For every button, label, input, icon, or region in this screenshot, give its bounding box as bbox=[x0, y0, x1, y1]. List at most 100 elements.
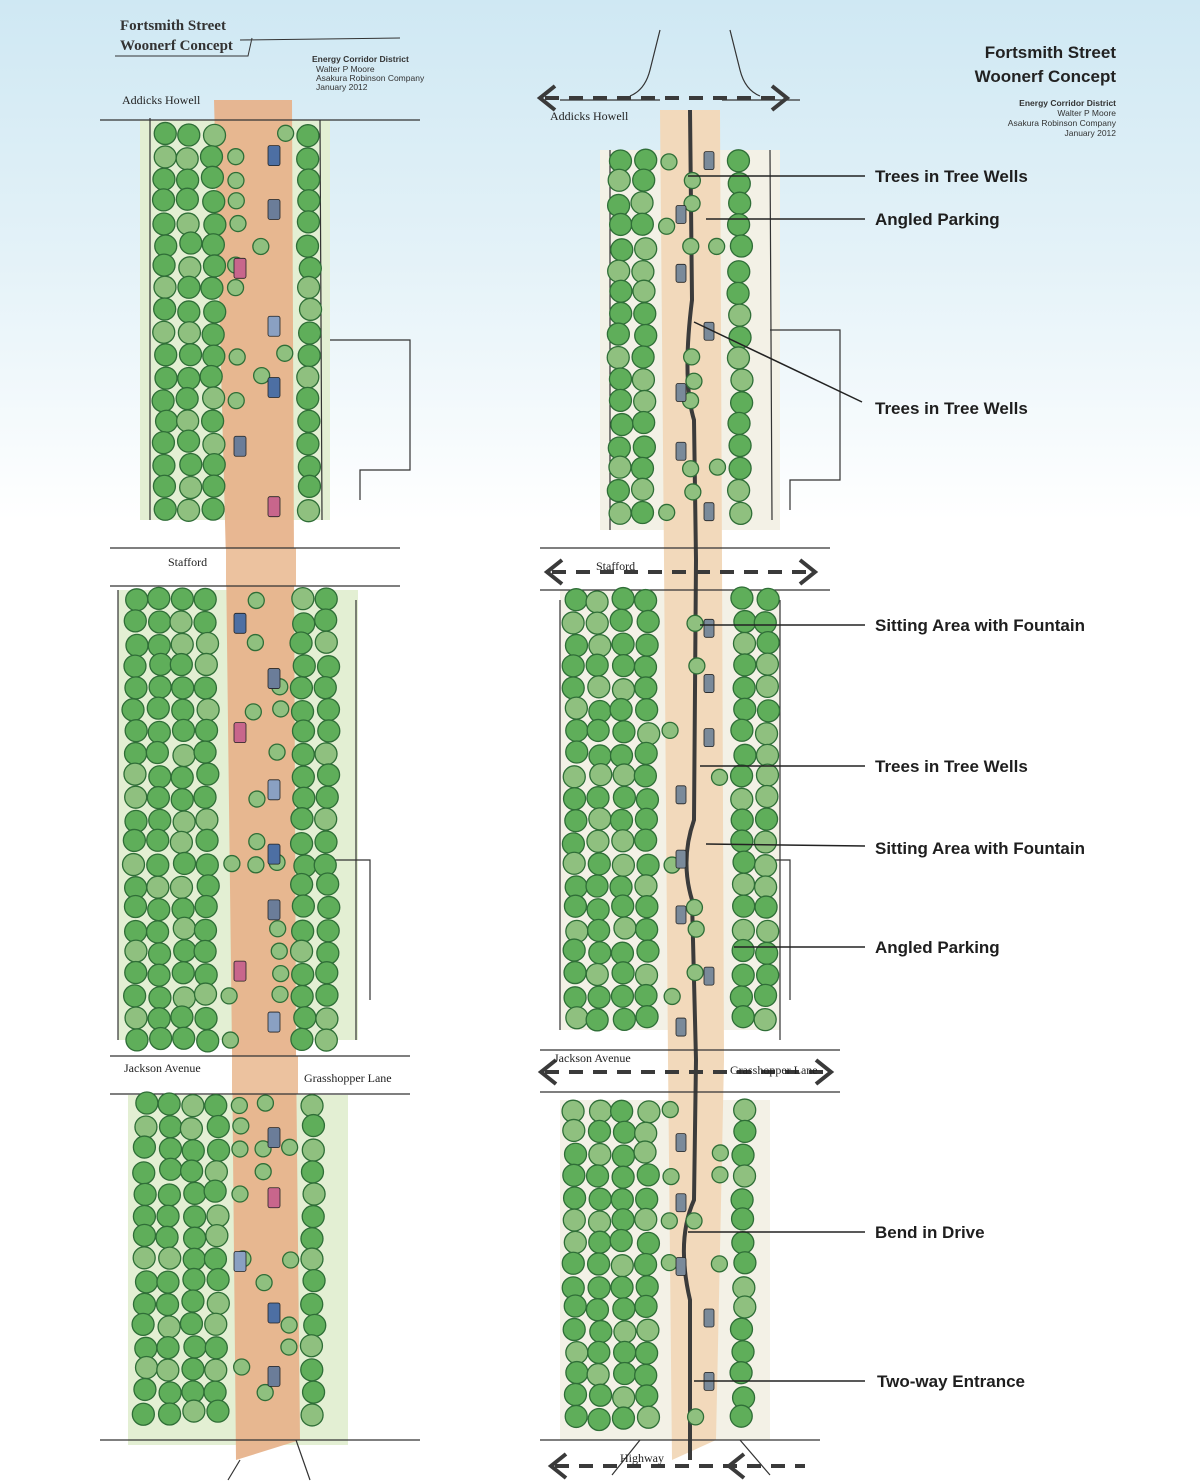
tree-icon bbox=[610, 1188, 634, 1212]
tree-icon bbox=[276, 124, 295, 142]
tree-icon bbox=[123, 919, 148, 944]
tree-icon bbox=[177, 300, 201, 324]
tree-icon bbox=[731, 963, 755, 987]
tree-icon bbox=[633, 828, 658, 852]
tree-icon bbox=[564, 588, 588, 612]
tree-icon bbox=[587, 1407, 611, 1432]
tree-icon bbox=[635, 788, 660, 812]
right-street-grasshopper-lane: Grasshopper Lane bbox=[730, 1063, 818, 1077]
tree-icon bbox=[754, 807, 779, 831]
tree-icon bbox=[612, 1297, 636, 1321]
tree-icon bbox=[731, 1340, 755, 1364]
tree-icon bbox=[683, 171, 702, 190]
tree-icon bbox=[630, 212, 654, 236]
tree-icon bbox=[634, 323, 658, 348]
tree-icon bbox=[202, 432, 226, 457]
tree-icon bbox=[630, 500, 655, 525]
tree-icon bbox=[634, 1294, 658, 1318]
tree-icon bbox=[658, 503, 676, 522]
tree-icon bbox=[256, 1383, 274, 1402]
tree-icon bbox=[201, 497, 225, 521]
tree-icon bbox=[316, 655, 341, 679]
tree-icon bbox=[756, 699, 781, 723]
tree-icon bbox=[611, 1144, 636, 1168]
tree-icon bbox=[297, 474, 322, 498]
left-title-underline bbox=[115, 37, 401, 57]
tree-icon bbox=[609, 744, 634, 768]
tree-icon bbox=[202, 254, 227, 278]
tree-icon bbox=[196, 698, 220, 722]
tree-icon bbox=[585, 1008, 609, 1032]
tree-icon bbox=[756, 919, 780, 943]
tree-icon bbox=[636, 939, 660, 963]
tree-icon bbox=[634, 1363, 658, 1388]
tree-icon bbox=[153, 297, 177, 321]
tree-icon bbox=[255, 1273, 273, 1292]
tree-icon bbox=[145, 920, 170, 944]
tree-icon bbox=[635, 1187, 659, 1211]
tree-icon bbox=[313, 675, 337, 700]
tree-icon bbox=[565, 740, 589, 764]
tree-icon bbox=[194, 1006, 218, 1031]
tree-icon bbox=[730, 718, 754, 742]
tree-icon bbox=[585, 874, 609, 898]
tree-icon bbox=[154, 409, 179, 433]
tree-icon bbox=[733, 1295, 757, 1319]
tree-icon bbox=[196, 1029, 220, 1053]
tree-icon bbox=[296, 210, 321, 234]
tree-icon bbox=[157, 1402, 182, 1426]
tree-icon bbox=[753, 875, 778, 899]
tree-icon bbox=[146, 828, 170, 852]
tree-icon bbox=[729, 501, 753, 526]
tree-icon bbox=[220, 987, 238, 1005]
left-linework bbox=[100, 118, 420, 1481]
tree-icon bbox=[202, 452, 226, 477]
tree-icon bbox=[754, 722, 779, 746]
tree-icon bbox=[252, 366, 271, 385]
tree-icon bbox=[146, 696, 170, 720]
parked-car-icon bbox=[675, 383, 687, 402]
tree-icon bbox=[204, 1336, 228, 1360]
tree-icon bbox=[753, 854, 778, 878]
tree-icon bbox=[147, 942, 172, 966]
tree-icon bbox=[562, 787, 587, 811]
right-credit-line2: Walter P Moore bbox=[1057, 108, 1116, 118]
tree-icon bbox=[171, 961, 195, 985]
tree-icon bbox=[291, 719, 316, 743]
tree-icon bbox=[609, 279, 633, 303]
tree-icon bbox=[303, 1313, 327, 1338]
parked-car-icon bbox=[675, 1193, 687, 1213]
tree-icon bbox=[726, 149, 751, 173]
tree-icon bbox=[169, 830, 194, 855]
right-parked-cars bbox=[675, 151, 715, 1391]
tree-icon bbox=[728, 456, 752, 481]
tree-icon bbox=[561, 676, 585, 700]
tree-icon bbox=[177, 321, 202, 345]
tree-icon bbox=[146, 875, 170, 899]
tree-icon bbox=[609, 697, 633, 722]
right-direction-arrows bbox=[545, 96, 828, 1468]
tree-icon bbox=[588, 1142, 612, 1167]
left-credit-line1: Energy Corridor District bbox=[312, 54, 409, 64]
tree-icon bbox=[315, 1007, 339, 1031]
right-credit-line1: Energy Corridor District bbox=[1019, 98, 1116, 108]
tree-icon bbox=[612, 1386, 636, 1410]
tree-icon bbox=[179, 1159, 204, 1183]
tree-icon bbox=[314, 830, 338, 854]
tree-icon bbox=[729, 1317, 754, 1341]
tree-icon bbox=[175, 386, 199, 411]
left-credit-line3: Asakura Robinson Company bbox=[316, 73, 425, 83]
tree-icon bbox=[152, 212, 176, 236]
tree-icon bbox=[179, 475, 203, 500]
tree-icon bbox=[152, 167, 176, 191]
tree-icon bbox=[179, 1117, 204, 1141]
tree-icon bbox=[145, 740, 170, 765]
tree-icon bbox=[201, 233, 225, 257]
right-credit-line3: Asakura Robinson Company bbox=[1008, 118, 1117, 128]
tree-icon bbox=[708, 458, 727, 476]
tree-icon bbox=[203, 1380, 227, 1404]
tree-icon bbox=[302, 1268, 326, 1293]
tree-icon bbox=[565, 1360, 589, 1385]
parked-car-icon bbox=[267, 1127, 281, 1149]
tree-icon bbox=[314, 742, 338, 766]
